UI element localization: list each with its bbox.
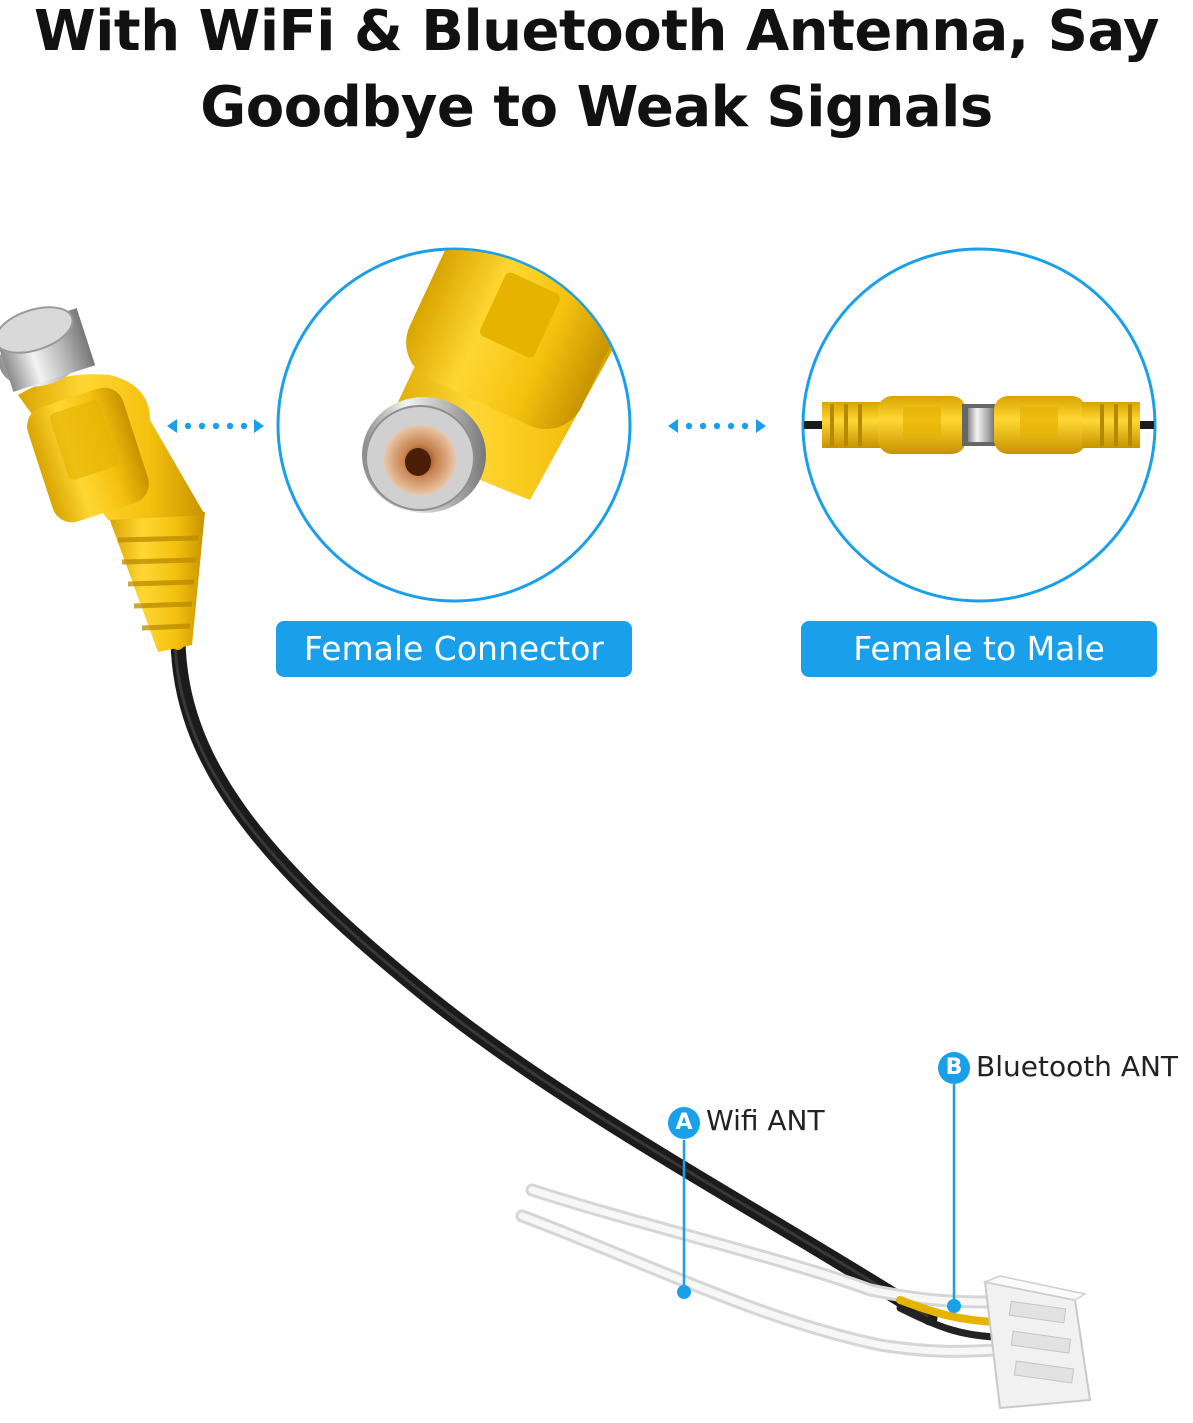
rca-female-plug (0, 306, 205, 652)
female-to-male-detail (801, 247, 1157, 603)
female-to-male-badge: Female to Male (801, 621, 1157, 677)
antenna-wires (515, 1183, 1002, 1358)
callout-leaders (677, 1084, 961, 1313)
callout-marker-a: A (668, 1107, 700, 1139)
split-wires (896, 1296, 999, 1341)
callout-marker-b: B (938, 1052, 970, 1084)
wifi-ant-label: Wifi ANT (706, 1104, 825, 1137)
black-cable (170, 632, 938, 1326)
title-line-2: Goodbye to Weak Signals (200, 75, 993, 140)
page-title: With WiFi & Bluetooth Antenna, Say Goodb… (0, 0, 1193, 146)
bluetooth-ant-label: Bluetooth ANT (976, 1050, 1179, 1083)
jst-connector (982, 1275, 1092, 1410)
title-line-1: With WiFi & Bluetooth Antenna, Say (33, 0, 1160, 64)
female-connector-detail (276, 247, 632, 603)
dotted-arrow-left (167, 419, 264, 433)
dotted-arrow-right (668, 419, 766, 433)
female-connector-badge: Female Connector (276, 621, 632, 677)
